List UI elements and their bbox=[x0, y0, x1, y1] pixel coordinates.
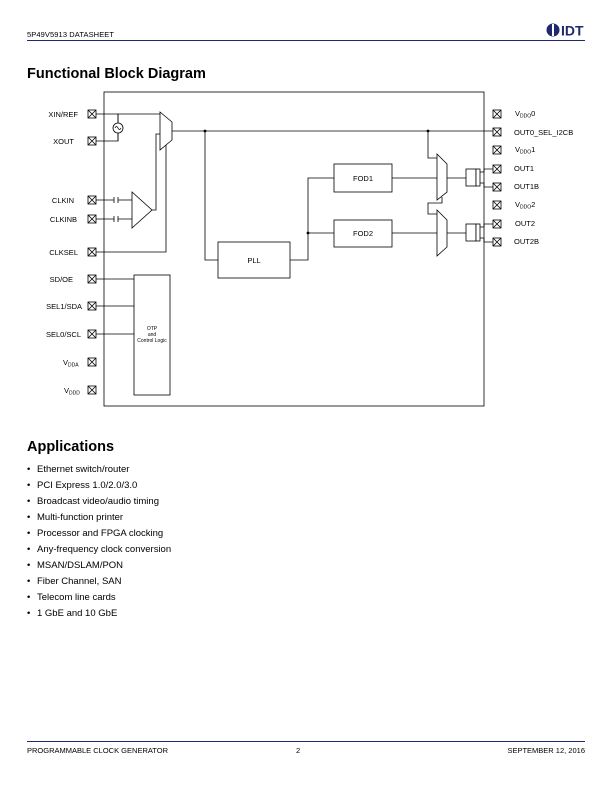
pll-label: PLL bbox=[247, 256, 260, 265]
logo-text: IDT bbox=[561, 23, 584, 39]
list-item: •Fiber Channel, SAN bbox=[27, 574, 171, 590]
pin-xout-icon bbox=[87, 136, 97, 146]
list-item: •Broadcast video/audio timing bbox=[27, 494, 171, 510]
buffer-out-wire bbox=[152, 133, 160, 211]
otp-label-line3: Control Logic bbox=[137, 338, 167, 344]
pin-label-out2: OUT2 bbox=[515, 219, 535, 228]
fod2-block bbox=[333, 219, 393, 248]
pin-sel1-icon bbox=[87, 301, 97, 311]
pin-label-clkin: CLKIN bbox=[52, 196, 74, 205]
bullet-icon: • bbox=[27, 496, 31, 507]
pll-to-fod1-wire bbox=[290, 177, 334, 261]
input-mux-icon bbox=[159, 111, 173, 151]
otp-control-block bbox=[133, 274, 171, 396]
pin-out0sel-icon bbox=[492, 127, 502, 137]
fod2-label: FOD2 bbox=[353, 229, 373, 238]
clkinb-cap-icon bbox=[113, 216, 119, 222]
list-item: •PCI Express 1.0/2.0/3.0 bbox=[27, 478, 171, 494]
section-title-block-diagram: Functional Block Diagram bbox=[27, 66, 206, 82]
footer-page-number: 2 bbox=[296, 746, 301, 755]
pin-label-vddo1: VDDO1 bbox=[515, 145, 535, 156]
pin-vddo2-icon bbox=[492, 200, 502, 210]
list-item: •1 GbE and 10 GbE bbox=[27, 606, 171, 622]
pin-label-sdoe: SD/OE bbox=[50, 275, 73, 284]
otp-label-line2: and bbox=[148, 332, 157, 338]
pin-label-vddd: VDDD bbox=[64, 386, 80, 397]
pin-label-out2b: OUT2B bbox=[514, 237, 539, 246]
out2-driver-icon bbox=[465, 223, 477, 242]
left-pin-boxes bbox=[87, 109, 97, 395]
list-item: •Ethernet switch/router bbox=[27, 462, 171, 478]
pin-out2b-icon bbox=[492, 237, 502, 247]
output-mux2-icon bbox=[436, 209, 448, 257]
pin-out2-icon bbox=[492, 219, 502, 229]
pin-out1b-icon bbox=[492, 182, 502, 192]
list-item: •Processor and FPGA clocking bbox=[27, 526, 171, 542]
footer-date: SEPTEMBER 12, 2016 bbox=[507, 746, 585, 755]
pin-label-vddo2: VDDO2 bbox=[515, 200, 535, 211]
pin-clksel-icon bbox=[87, 247, 97, 257]
bullet-icon: • bbox=[27, 592, 31, 603]
bullet-icon: • bbox=[27, 576, 31, 587]
pin-out1-icon bbox=[492, 164, 502, 174]
clksel-wire bbox=[96, 145, 167, 253]
bullet-icon: • bbox=[27, 560, 31, 571]
header-doc-id: 5P49V5913 DATASHEET bbox=[27, 30, 115, 39]
bullet-icon: • bbox=[27, 608, 31, 619]
applications-list: •Ethernet switch/router •PCI Express 1.0… bbox=[27, 462, 171, 622]
pin-label-out1b: OUT1B bbox=[514, 182, 539, 191]
list-item: •MSAN/DSLAM/PON bbox=[27, 558, 171, 574]
out1-wires bbox=[480, 168, 493, 188]
pin-xin-icon bbox=[87, 109, 97, 119]
pin-label-sel1: SEL1/SDA bbox=[46, 302, 82, 311]
ref-to-pll-wire bbox=[204, 131, 218, 261]
otp-label-line1: OTP bbox=[147, 326, 158, 332]
pin-clkinb-icon bbox=[87, 214, 97, 224]
output-mux1-icon bbox=[436, 153, 448, 201]
bullet-icon: • bbox=[27, 528, 31, 539]
footer-product-name: PROGRAMMABLE CLOCK GENERATOR bbox=[27, 746, 168, 755]
pin-label-xout: XOUT bbox=[53, 137, 74, 146]
bullet-icon: • bbox=[27, 464, 31, 475]
pin-vddd-icon bbox=[87, 385, 97, 395]
pin-vddo1-icon bbox=[492, 145, 502, 155]
section-title-applications: Applications bbox=[27, 439, 115, 455]
pin-label-out0sel: OUT0_SEL_I2CB bbox=[514, 128, 573, 137]
footer-rule bbox=[27, 741, 585, 742]
list-item: •Multi-function printer bbox=[27, 510, 171, 526]
bullet-icon: • bbox=[27, 480, 31, 491]
fod1-label: FOD1 bbox=[353, 174, 373, 183]
bullet-icon: • bbox=[27, 544, 31, 555]
pin-label-xin: XIN/REF bbox=[48, 110, 78, 119]
list-item: •Telecom line cards bbox=[27, 590, 171, 606]
pin-label-clkinb: CLKINB bbox=[50, 215, 77, 224]
pin-label-sel0: SEL0/SCL bbox=[46, 330, 81, 339]
idt-logo: IDT bbox=[546, 23, 584, 39]
bullet-icon: • bbox=[27, 512, 31, 523]
pin-label-vdda: VDDA bbox=[63, 358, 79, 369]
pin-label-out1: OUT1 bbox=[514, 164, 534, 173]
mux1-to-mux2-wire bbox=[427, 197, 443, 215]
pin-label-clksel: CLKSEL bbox=[49, 248, 78, 257]
pin-sdoe-icon bbox=[87, 274, 97, 284]
pin-label-vddo0: VDDO0 bbox=[515, 109, 535, 120]
list-item: •Any-frequency clock conversion bbox=[27, 542, 171, 558]
header-rule bbox=[27, 40, 585, 41]
input-buffer-icon bbox=[131, 191, 153, 229]
right-pin-boxes bbox=[492, 109, 502, 247]
chip-outline bbox=[103, 91, 485, 407]
out2-wires bbox=[480, 223, 493, 243]
pin-clkin-icon bbox=[87, 195, 97, 205]
clkin-cap-icon bbox=[113, 197, 119, 203]
pin-sel0-icon bbox=[87, 329, 97, 339]
ref-to-mux1-wire bbox=[427, 131, 437, 159]
pin-vdda-icon bbox=[87, 357, 97, 367]
out1-driver-icon bbox=[465, 168, 477, 187]
pin-vddo0-icon bbox=[492, 109, 502, 119]
